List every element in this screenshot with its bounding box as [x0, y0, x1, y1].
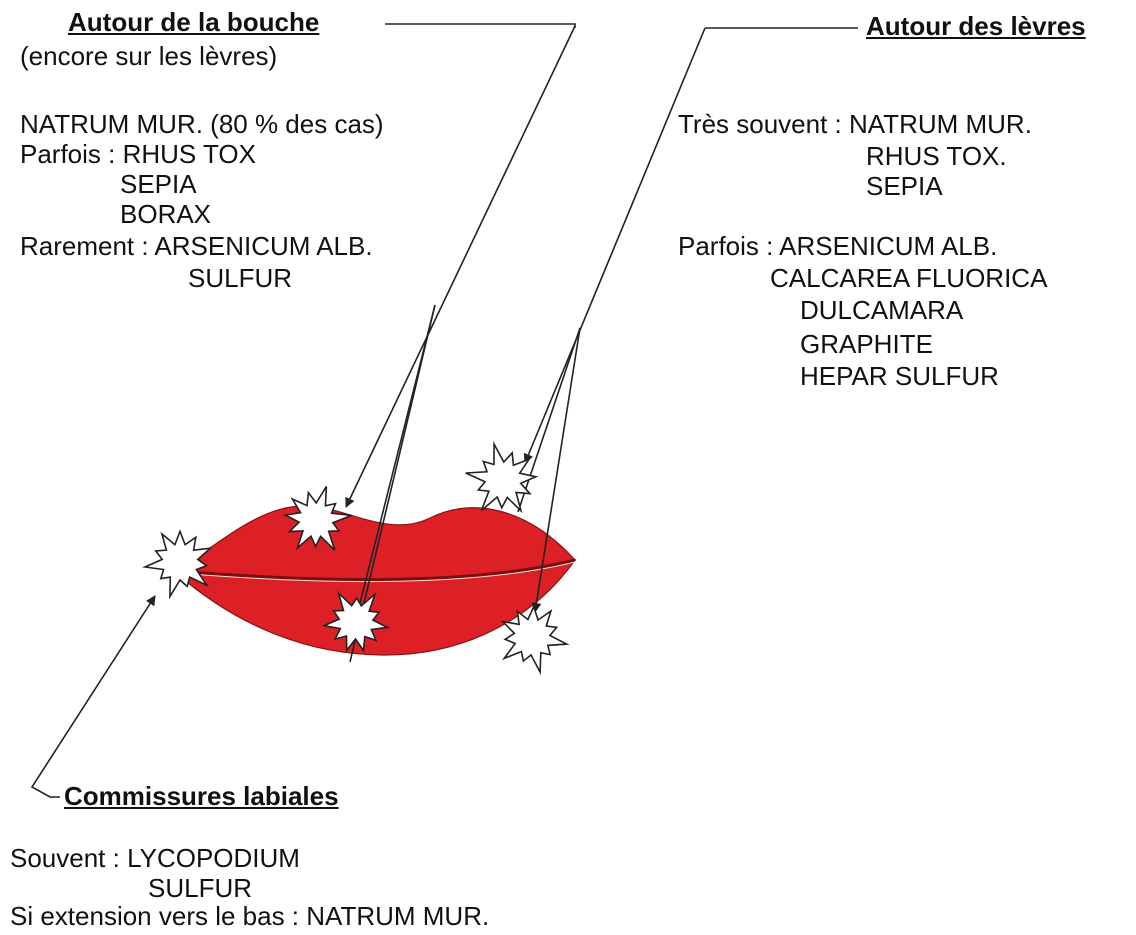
- leader-autour-levres-arrow-3: [518, 328, 580, 512]
- remedy-line: SEPIA: [866, 172, 943, 200]
- remedy-line: CALCAREA FLUORICA: [770, 264, 1047, 292]
- remedy-line: Souvent : LYCOPODIUM: [10, 844, 300, 872]
- heading-commissures-labiales: Commissures labiales: [64, 782, 339, 810]
- remedy-line: NATRUM MUR. (80 % des cas): [20, 110, 384, 138]
- remedy-line: DULCAMARA: [800, 296, 963, 324]
- heading-autour-des-levres: Autour des lèvres: [866, 12, 1086, 40]
- remedy-line: Parfois : RHUS TOX: [20, 140, 256, 168]
- remedy-line: Très souvent : NATRUM MUR.: [678, 110, 1032, 138]
- remedy-line: SULFUR: [148, 874, 252, 902]
- remedy-line: SULFUR: [188, 264, 292, 292]
- remedy-line: BORAX: [120, 200, 211, 228]
- remedy-line: Parfois : ARSENICUM ALB.: [678, 232, 997, 260]
- remedy-line: RHUS TOX.: [866, 142, 1007, 170]
- subheading-encore-sur-les-levres: (encore sur les lèvres): [20, 42, 277, 70]
- remedy-line: SEPIA: [120, 170, 197, 198]
- leader-autour-bouche-header: [385, 24, 575, 28]
- remedy-line: Rarement : ARSENICUM ALB.: [20, 232, 373, 260]
- remedy-line: Si extension vers le bas : NATRUM MUR.: [10, 902, 489, 930]
- remedy-line: GRAPHITE: [800, 330, 933, 358]
- heading-autour-de-la-bouche: Autour de la bouche: [68, 8, 319, 36]
- leader-commissures: [32, 596, 155, 797]
- leader-autour-bouche-arrow-1: [346, 26, 575, 507]
- starburst-lesion-icon: [466, 444, 536, 511]
- remedy-line: HEPAR SULFUR: [800, 362, 999, 390]
